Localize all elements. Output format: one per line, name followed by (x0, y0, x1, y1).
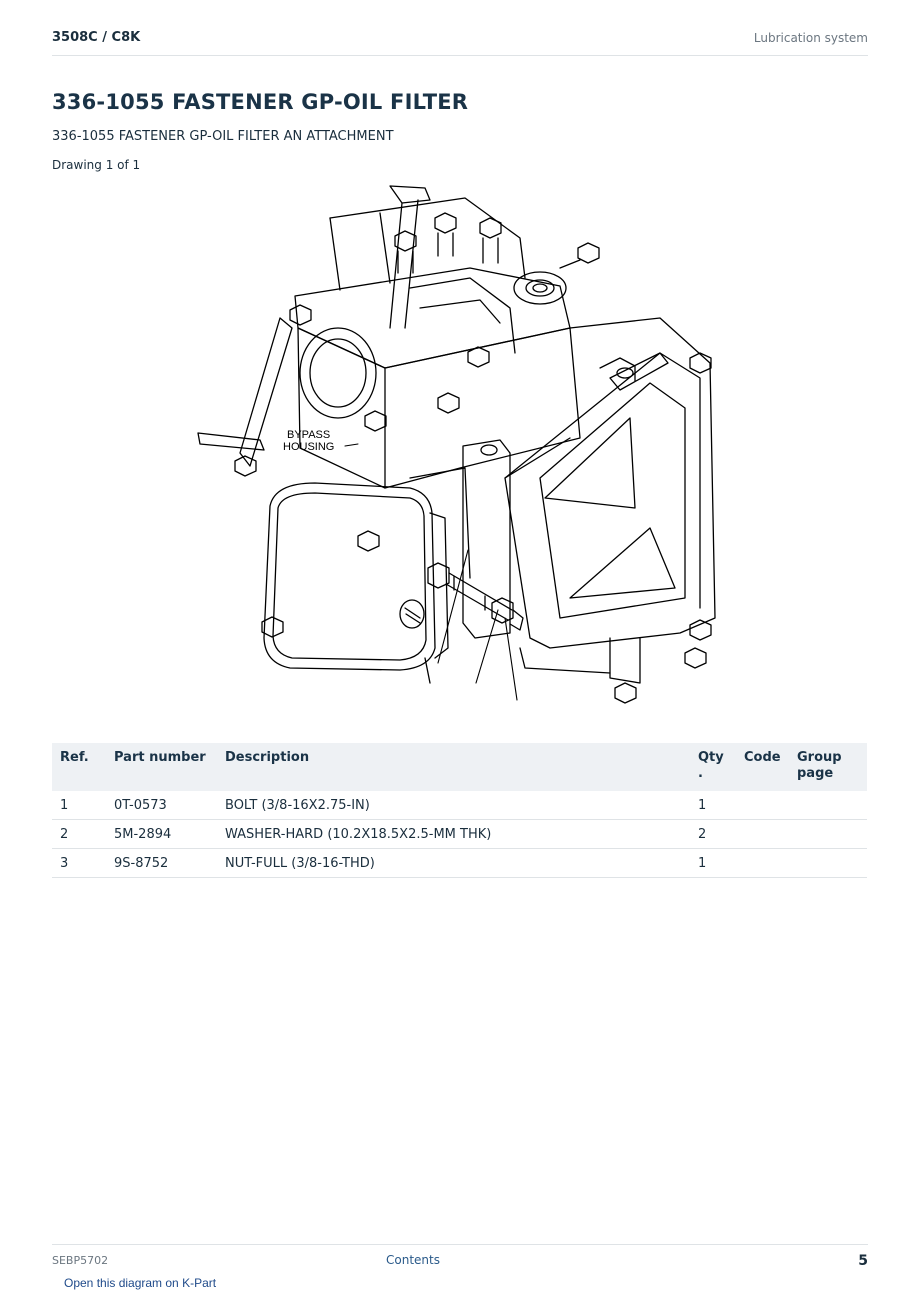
page-number: 5 (858, 1253, 868, 1269)
row-description: BOLT (3/8-16X2.75-IN) (217, 791, 690, 820)
header-qty: Qty . (690, 743, 736, 791)
row-description: NUT-FULL (3/8-16-THD) (217, 848, 690, 878)
row-description: WASHER-HARD (10.2X18.5X2.5-MM THK) (217, 819, 690, 849)
header-group-page-label: Group page (797, 750, 842, 781)
row-group-page (789, 819, 867, 849)
parts-diagram: BYPASS HOUSING (197, 185, 716, 704)
drawing-count: Drawing 1 of 1 (52, 158, 141, 172)
header-code: Code (736, 743, 789, 791)
header-group-page: Group page (789, 743, 867, 791)
row-group-page (789, 848, 867, 878)
bypass-label-line1: BYPASS (287, 429, 330, 441)
parts-table-header: Ref. Part number Description Qty . Code … (52, 743, 867, 791)
bypass-label-line2: HOUSING (283, 441, 334, 453)
row-qty: 2 (690, 819, 736, 849)
row-code (736, 848, 789, 878)
table-row: 2 5M-2894 WASHER-HARD (10.2X18.5X2.5-MM … (52, 819, 867, 849)
header-description: Description (217, 743, 690, 791)
page-title: 336-1055 FASTENER GP-OIL FILTER (52, 90, 469, 114)
row-part-number: 5M-2894 (106, 819, 217, 849)
section-label: Lubrication system (753, 31, 868, 45)
document-id: SEBP5702 (52, 1254, 109, 1267)
row-ref: 2 (52, 819, 106, 849)
page-footer: SEBP5702 Contents 5 (52, 1244, 868, 1269)
header-part-number: Part number (106, 743, 217, 791)
contents-link[interactable]: Contents (386, 1253, 440, 1267)
model-label: 3508C / C8K (52, 30, 141, 45)
parts-table: Ref. Part number Description Qty . Code … (52, 743, 867, 878)
open-kpart-link[interactable]: Open this diagram on K-Part (64, 1276, 217, 1290)
row-part-number: 0T-0573 (106, 791, 217, 820)
header-ref: Ref. (52, 743, 106, 791)
row-qty: 1 (690, 848, 736, 878)
table-row: 3 9S-8752 NUT-FULL (3/8-16-THD) 1 (52, 848, 867, 878)
page-header: 3508C / C8K Lubrication system (52, 29, 868, 56)
top-bolts (234, 212, 600, 477)
row-code (736, 819, 789, 849)
row-ref: 3 (52, 848, 106, 878)
header-qty-label: Qty . (698, 750, 724, 781)
row-code (736, 791, 789, 820)
page-subtitle: 336-1055 FASTENER GP-OIL FILTER AN ATTAC… (52, 129, 394, 144)
row-ref: 1 (52, 791, 106, 820)
table-row: 1 0T-0573 BOLT (3/8-16X2.75-IN) 1 (52, 791, 867, 820)
bolt-assembly (427, 562, 524, 631)
row-qty: 1 (690, 791, 736, 820)
row-part-number: 9S-8752 (106, 848, 217, 878)
row-group-page (789, 791, 867, 820)
